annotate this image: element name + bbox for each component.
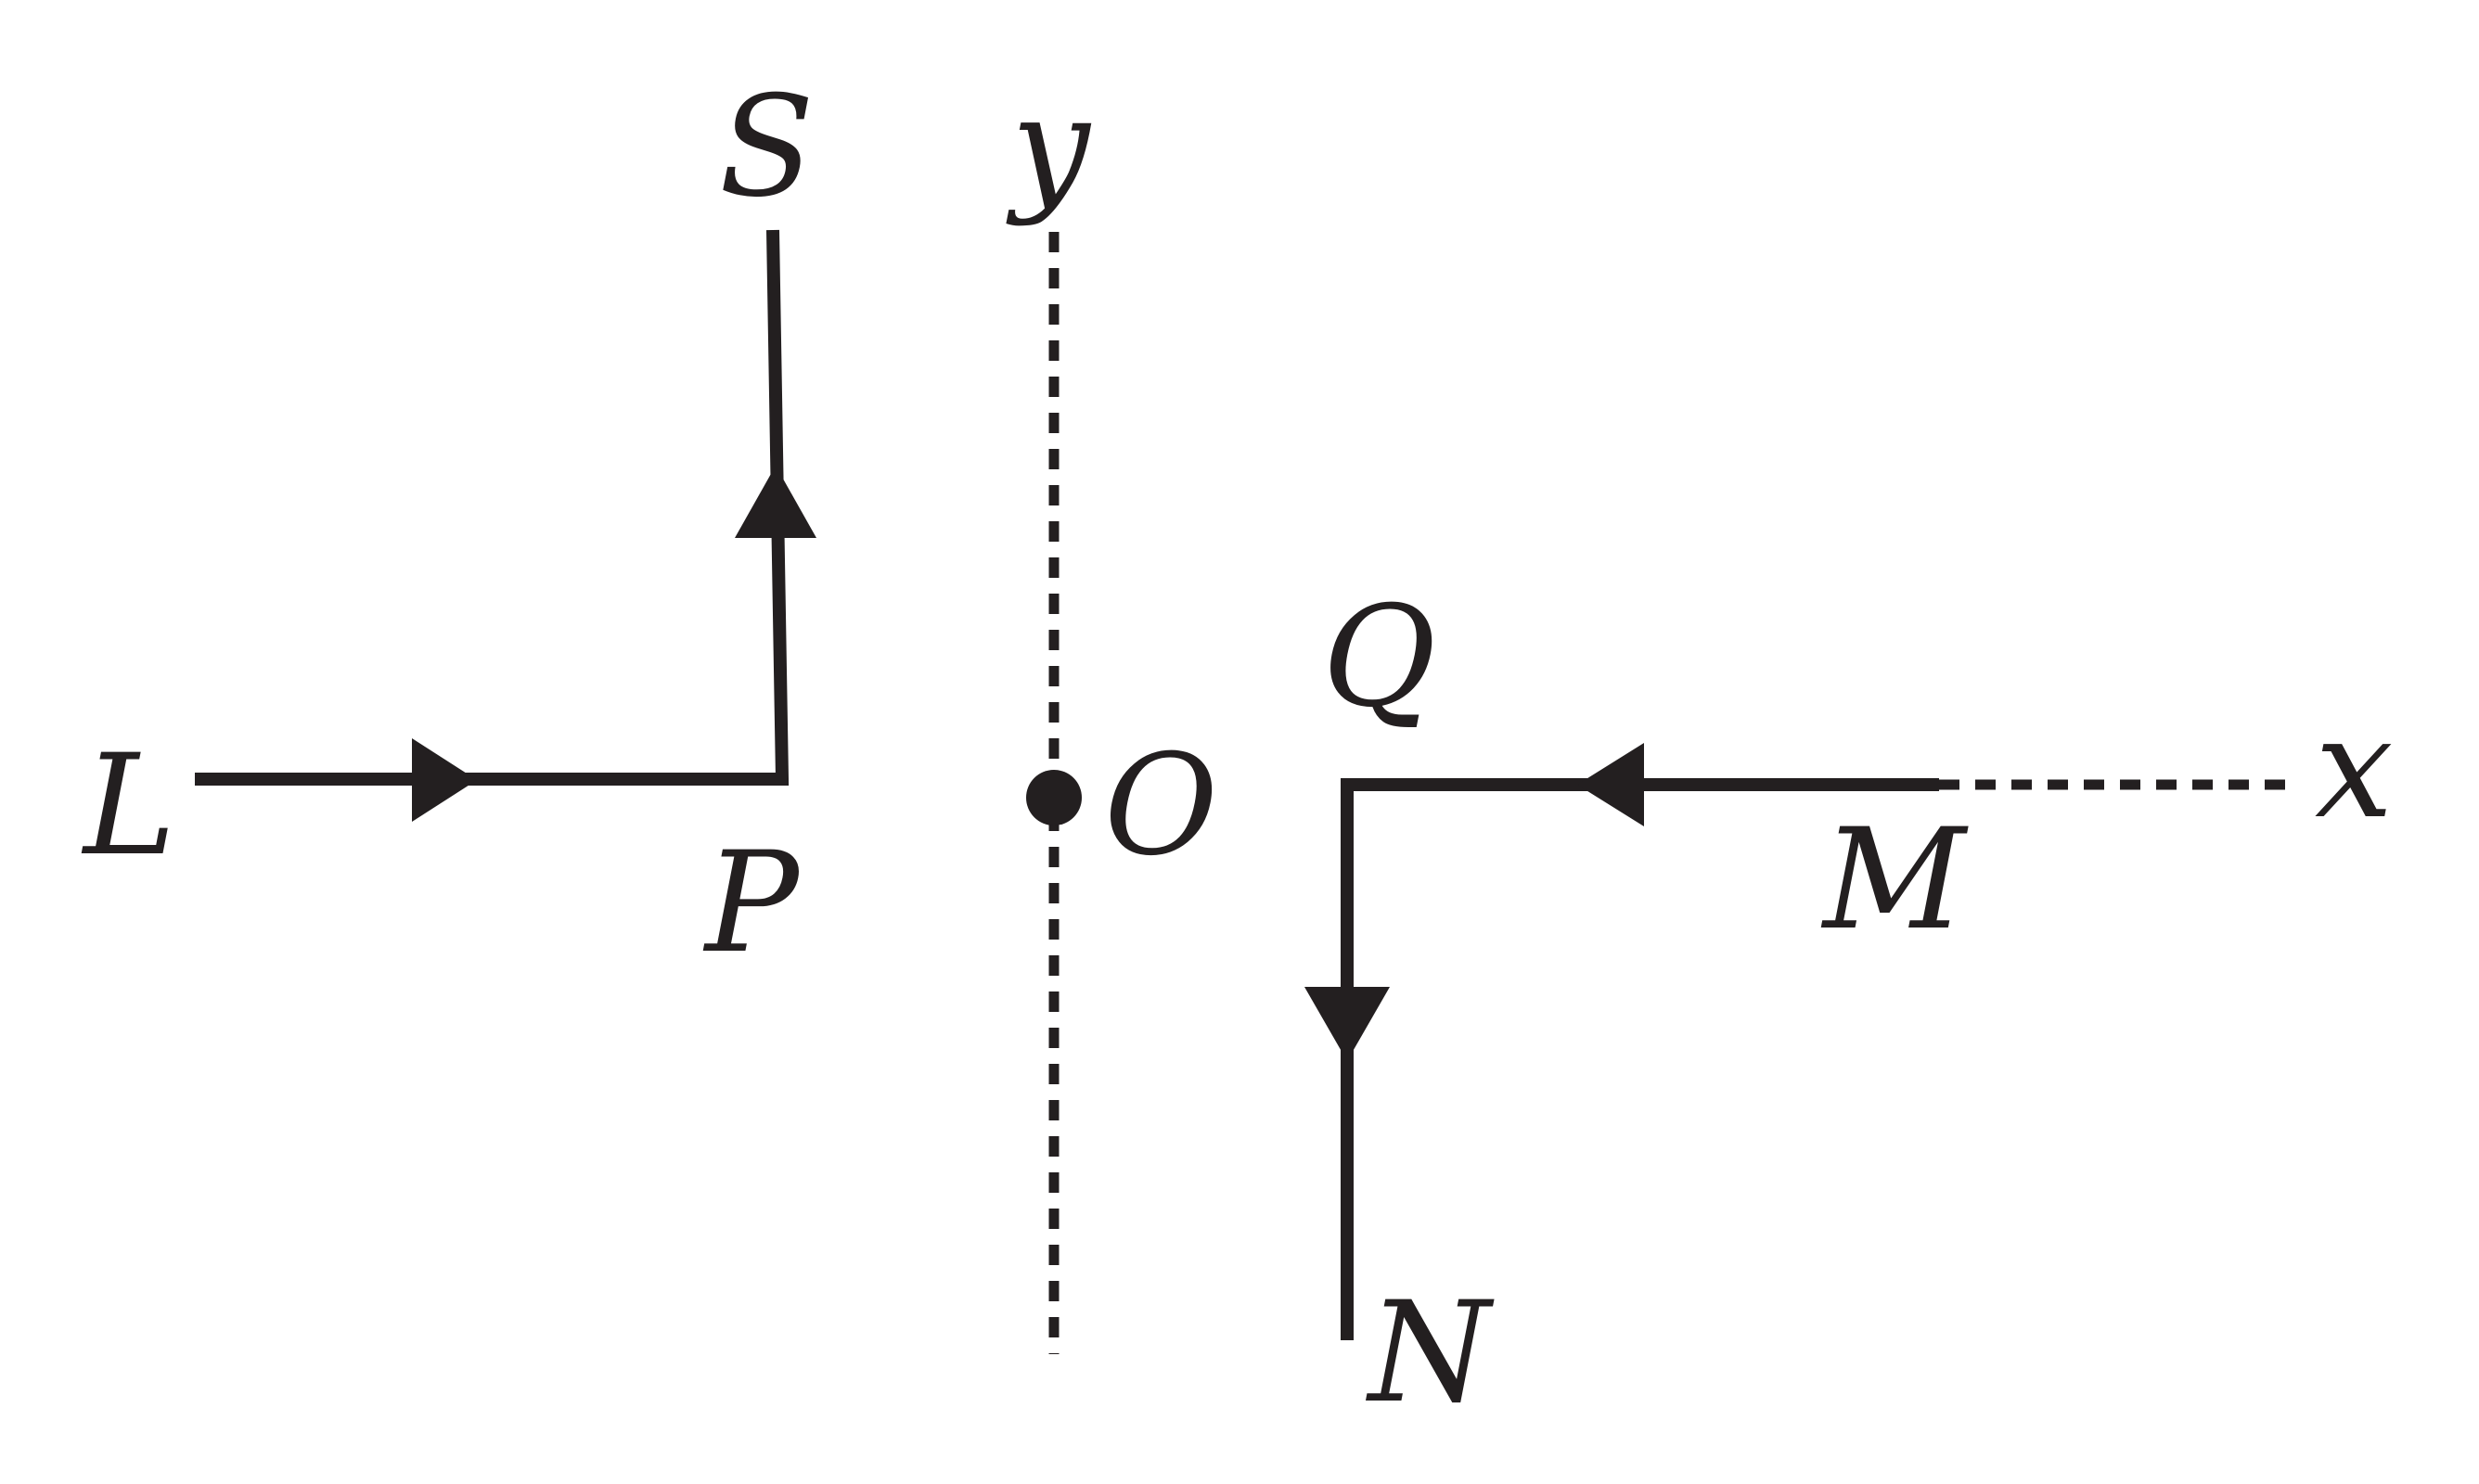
wire-mqn: [1341, 778, 1939, 1340]
arrow-ps: [735, 466, 816, 538]
label-s: S: [719, 67, 815, 228]
label-q: Q: [1322, 577, 1436, 738]
label-o: O: [1104, 725, 1218, 887]
label-y: y: [1006, 67, 1092, 228]
label-x: x: [2315, 688, 2394, 850]
label-n: N: [1366, 1273, 1495, 1434]
label-m: M: [1820, 800, 1969, 961]
origin-point: [1026, 770, 1082, 825]
arrow-qn: [1304, 987, 1390, 1061]
arrow-mq: [1577, 743, 1644, 826]
wire-lps: [195, 229, 790, 786]
label-p: P: [702, 823, 802, 984]
arrow-lp: [412, 738, 477, 822]
label-l: L: [81, 725, 176, 887]
